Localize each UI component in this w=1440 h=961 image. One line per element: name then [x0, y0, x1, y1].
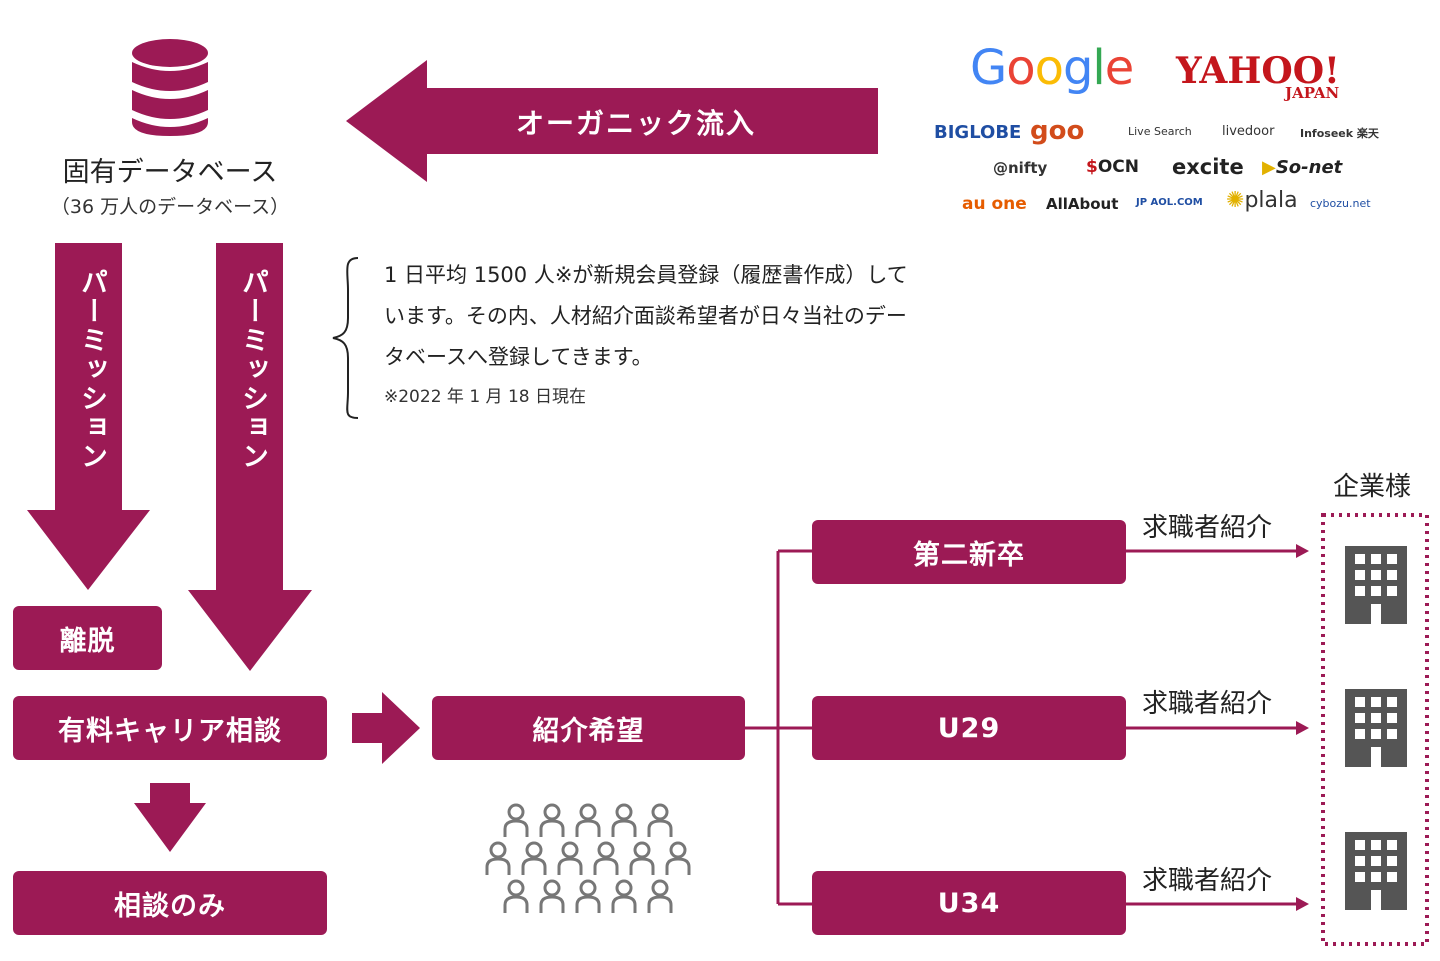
introduction-arrows [1126, 544, 1309, 911]
person-icon [575, 879, 601, 913]
introduction-label-2: 求職者紹介 [1142, 689, 1273, 719]
second-new-grad-box: 第二新卒 [812, 520, 1126, 584]
introduction-label-1: 求職者紹介 [1142, 513, 1273, 543]
person-icon [647, 803, 673, 837]
ocn-text: OCN [1097, 157, 1139, 177]
note-block: 1 日平均 1500 人※が新規会員登録（履歴書作成）して います。その内、人材… [384, 255, 984, 416]
plala-logo: ✺plala [1226, 188, 1298, 213]
clients-title: 企業様 [1333, 472, 1412, 502]
person-icon [611, 879, 637, 913]
consult-only-box: 相談のみ [13, 871, 327, 935]
client-frame [1321, 513, 1429, 946]
infoseek-logo: Infoseek 楽天 [1300, 127, 1379, 140]
excite-logo: excite [1172, 155, 1244, 179]
yahoo-logo: YAHOO! [1176, 50, 1340, 92]
building-icon [1345, 546, 1407, 624]
person-icon [629, 841, 655, 875]
ocn-logo: $OCN [1086, 157, 1139, 177]
cybozu-logo: cybozu.net [1310, 197, 1371, 210]
yahoo-japan-label: JAPAN [1285, 84, 1340, 102]
person-icon [503, 803, 529, 837]
to-referral-arrow [352, 692, 420, 764]
note-line-2: います。その内、人材紹介面談希望者が日々当社のデー [384, 304, 907, 328]
database-title: 固有データベース [62, 157, 278, 188]
plala-text: plala [1244, 188, 1298, 213]
organic-arrow-label: オーガニック流入 [516, 107, 757, 140]
churn-box: 離脱 [13, 606, 162, 670]
note-line-3: タベースへ登録してきます。 [384, 345, 653, 369]
aol-logo: JP AOL.COM [1136, 197, 1203, 208]
allabout-logo: AllAbout [1046, 195, 1119, 213]
person-icon [593, 841, 619, 875]
biglobe-logo: BIGLOBE [934, 122, 1022, 143]
person-icon [557, 841, 583, 875]
so-net-logo: ▶So-net [1262, 157, 1343, 178]
nifty-logo: @nifty [993, 159, 1048, 177]
person-icon [521, 841, 547, 875]
person-icon [647, 879, 673, 913]
paid-consult-box: 有料キャリア相談 [13, 696, 327, 760]
permission-label-left: パーミッション [76, 268, 107, 471]
permission-label-right: パーミッション [237, 268, 268, 471]
database-icon [132, 39, 208, 136]
branch-lines [745, 549, 812, 906]
person-icon [611, 803, 637, 837]
note-line-1: 1 日平均 1500 人※が新規会員登録（履歴書作成）して [384, 263, 908, 287]
organic-arrow [346, 60, 878, 182]
au-one-logo: au one [962, 194, 1027, 214]
permission-arrow-left [27, 243, 150, 590]
building-icon [1345, 689, 1407, 767]
people-group [485, 803, 691, 913]
person-icon [503, 879, 529, 913]
u34-box: U34 [812, 871, 1126, 935]
so-net-text: So-net [1275, 157, 1343, 178]
introduction-label-3: 求職者紹介 [1142, 866, 1273, 896]
person-icon [539, 803, 565, 837]
person-icon [539, 879, 565, 913]
building-icon [1345, 832, 1407, 910]
person-icon [665, 841, 691, 875]
person-icon [575, 803, 601, 837]
google-logo: Google [970, 40, 1134, 96]
u29-box: U29 [812, 696, 1126, 760]
to-consult-only-arrow [134, 783, 206, 852]
person-icon [485, 841, 511, 875]
referral-wish-box: 紹介希望 [432, 696, 745, 760]
livedoor-logo: livedoor [1222, 124, 1275, 139]
note-brace [332, 257, 359, 419]
note-footnote: ※2022 年 1 月 18 日現在 [384, 387, 586, 407]
database-subtitle: （36 万人のデータベース） [50, 196, 290, 218]
goo-logo: goo [1030, 116, 1085, 146]
live-search-logo: Live Search [1128, 125, 1192, 138]
permission-arrow-right [188, 243, 312, 671]
